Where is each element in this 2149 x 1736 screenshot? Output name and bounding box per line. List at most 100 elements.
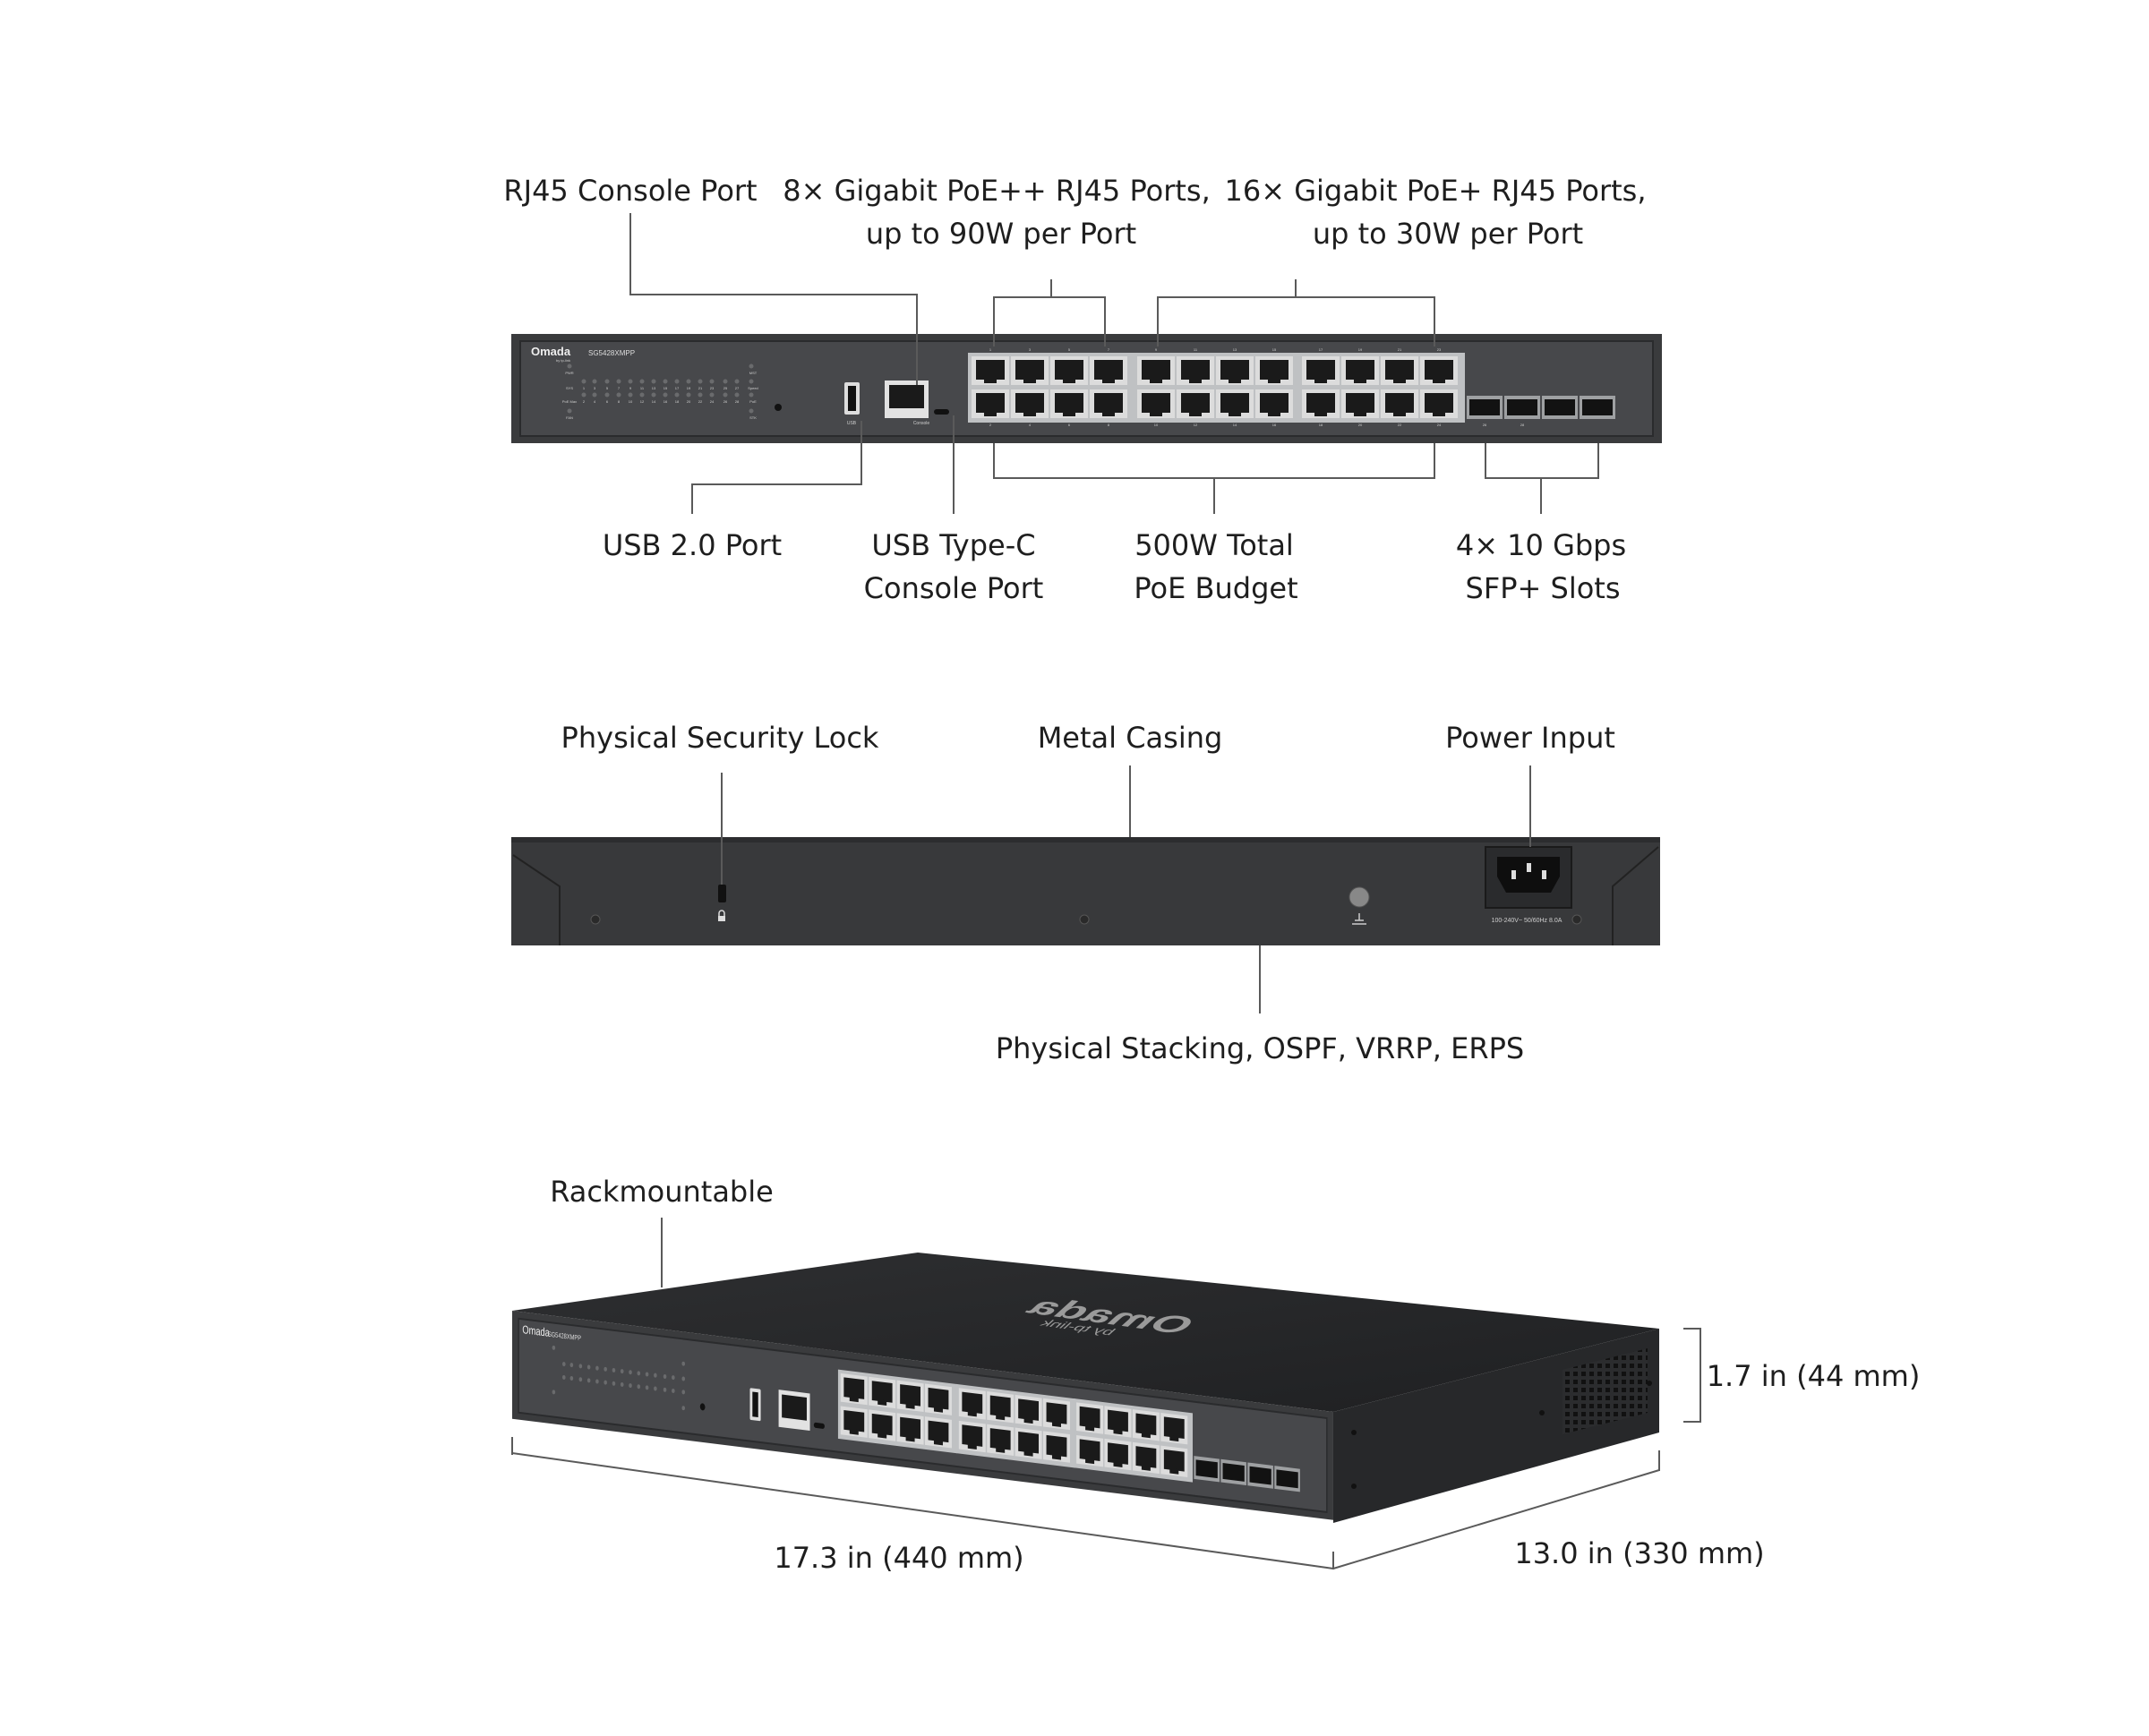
dimension-height: 1.7 in (44 mm) — [1707, 1359, 1921, 1393]
port-number: 28 — [1520, 423, 1525, 427]
ground-icon — [1352, 913, 1366, 925]
callout-features: Physical Stacking, OSPF, VRRP, ERPS — [996, 1031, 1524, 1065]
port-number: 18 — [1319, 423, 1323, 427]
power-inlet — [1485, 846, 1572, 909]
led-port-number: 24 — [710, 399, 715, 404]
callout-poe-pp-1: 8× Gigabit PoE++ RJ45 Ports, — [783, 174, 1210, 208]
back-callouts: Physical Security Lock Metal Casing Powe… — [561, 721, 1615, 1065]
screw-icon — [1571, 914, 1582, 925]
callout-poe-pp-2: up to 90W per Port — [866, 217, 1136, 251]
console-label: Console — [913, 421, 930, 426]
screw-icon — [590, 914, 601, 925]
leader-usb2 — [691, 421, 862, 514]
vent-grille — [1563, 1348, 1648, 1434]
power-rating: 100-240V~ 50/60Hz 8.0A — [1492, 918, 1563, 924]
brand-sub: by tp-link — [556, 358, 570, 363]
port-number: 20 — [1358, 423, 1363, 427]
callout-usb2: USB 2.0 Port — [603, 528, 782, 562]
model-name: SG5428XMPP — [588, 349, 635, 357]
led-port-number: 28 — [735, 399, 740, 404]
led-port-number: 19 — [687, 386, 691, 390]
dimension-callouts: Rackmountable 1.7 in (44 mm) 17.3 in (44… — [511, 1175, 1921, 1575]
callout-power-input: Power Input — [1445, 721, 1615, 755]
led-label: MST — [749, 371, 758, 375]
port-number: 10 — [1154, 423, 1159, 427]
led-port-number: 27 — [735, 386, 740, 390]
bracket-poe-pp — [993, 296, 1106, 346]
callout-rackmountable: Rackmountable — [550, 1175, 774, 1209]
port-number: 11 — [1194, 347, 1198, 352]
led-port-number: 13 — [652, 386, 656, 390]
port-number: 6 — [1068, 423, 1071, 427]
switch-3d-view: Omada SG5428XMPP Omada by tp-link — [511, 1253, 1659, 1523]
led-port-number: 22 — [698, 399, 703, 404]
port-number: 19 — [1358, 347, 1363, 352]
callout-rj45-console: RJ45 Console Port — [503, 174, 757, 208]
port-number: 15 — [1272, 347, 1277, 352]
led-port-number: 8 — [618, 399, 621, 404]
callout-sfp-2: SFP+ Slots — [1466, 571, 1621, 605]
callout-sfp-1: 4× 10 Gbps — [1456, 528, 1626, 562]
led-port-number: 6 — [606, 399, 609, 404]
brand-logo-3d: Omada — [522, 1324, 550, 1340]
leader-rj45-console — [629, 213, 918, 385]
led-port-number: 5 — [606, 386, 609, 390]
lock-icon — [718, 910, 725, 921]
port-number: 8 — [1108, 423, 1110, 427]
port-number: 5 — [1068, 347, 1071, 352]
front-callouts: RJ45 Console Port 8× Gigabit PoE++ RJ45 … — [503, 174, 1646, 605]
callout-typec-1: USB Type-C — [871, 528, 1035, 562]
bracket-sfp — [1485, 443, 1599, 479]
port-number: 2 — [989, 423, 992, 427]
height-bracket — [1683, 1328, 1701, 1423]
led-port-number: 26 — [723, 399, 728, 404]
ground-screw-icon — [1348, 886, 1370, 908]
callout-typec-2: Console Port — [864, 571, 1044, 605]
led-port-number: 15 — [664, 386, 668, 390]
top-face — [512, 1253, 1659, 1412]
brand-logo: Omada — [531, 345, 571, 358]
dimension-depth: 13.0 in (330 mm) — [1514, 1536, 1764, 1570]
port-number: 22 — [1398, 423, 1402, 427]
led-port-number: 23 — [710, 386, 715, 390]
led-port-number: 3 — [594, 386, 596, 390]
led-port-number: 21 — [698, 386, 703, 390]
led-port-number: 16 — [664, 399, 668, 404]
back-panel: 100-240V~ 50/60Hz 8.0A — [511, 837, 1660, 945]
depth-line — [1332, 1469, 1660, 1569]
callout-poe-p-1: 16× Gigabit PoE+ RJ45 Ports, — [1224, 174, 1646, 208]
callout-budget-2: PoE Budget — [1134, 571, 1297, 605]
callout-budget-1: 500W Total — [1134, 528, 1294, 562]
led-port-number: 25 — [723, 386, 728, 390]
led-label: FAN — [566, 415, 573, 420]
bracket-budget — [993, 443, 1435, 479]
led-port-number: 2 — [583, 399, 586, 404]
port-number: 17 — [1319, 347, 1323, 352]
port-number: 23 — [1437, 347, 1442, 352]
port-number: 3 — [1029, 347, 1032, 352]
port-number: 24 — [1437, 423, 1442, 427]
led-port-number: 20 — [687, 399, 691, 404]
dimension-width: 17.3 in (440 mm) — [774, 1541, 1023, 1575]
led-port-number: 17 — [675, 386, 680, 390]
width-line — [511, 1452, 1334, 1569]
led-label: PWR — [565, 371, 573, 375]
port-number: 9 — [1155, 347, 1158, 352]
port-number: 12 — [1194, 423, 1198, 427]
callout-security-lock: Physical Security Lock — [561, 721, 879, 755]
screw-icon — [1079, 914, 1090, 925]
port-number: 21 — [1398, 347, 1402, 352]
led-port-number: 7 — [618, 386, 621, 390]
port-number: 1 — [989, 347, 992, 352]
led-label: PoE — [749, 399, 757, 404]
led-label: SYS — [566, 386, 573, 390]
led-port-number: 10 — [629, 399, 633, 404]
port-number: 26 — [1483, 423, 1487, 427]
port-number: 14 — [1233, 423, 1237, 427]
usb-label: USB — [847, 421, 857, 426]
led-port-number: 18 — [675, 399, 680, 404]
port-number: 13 — [1233, 347, 1237, 352]
